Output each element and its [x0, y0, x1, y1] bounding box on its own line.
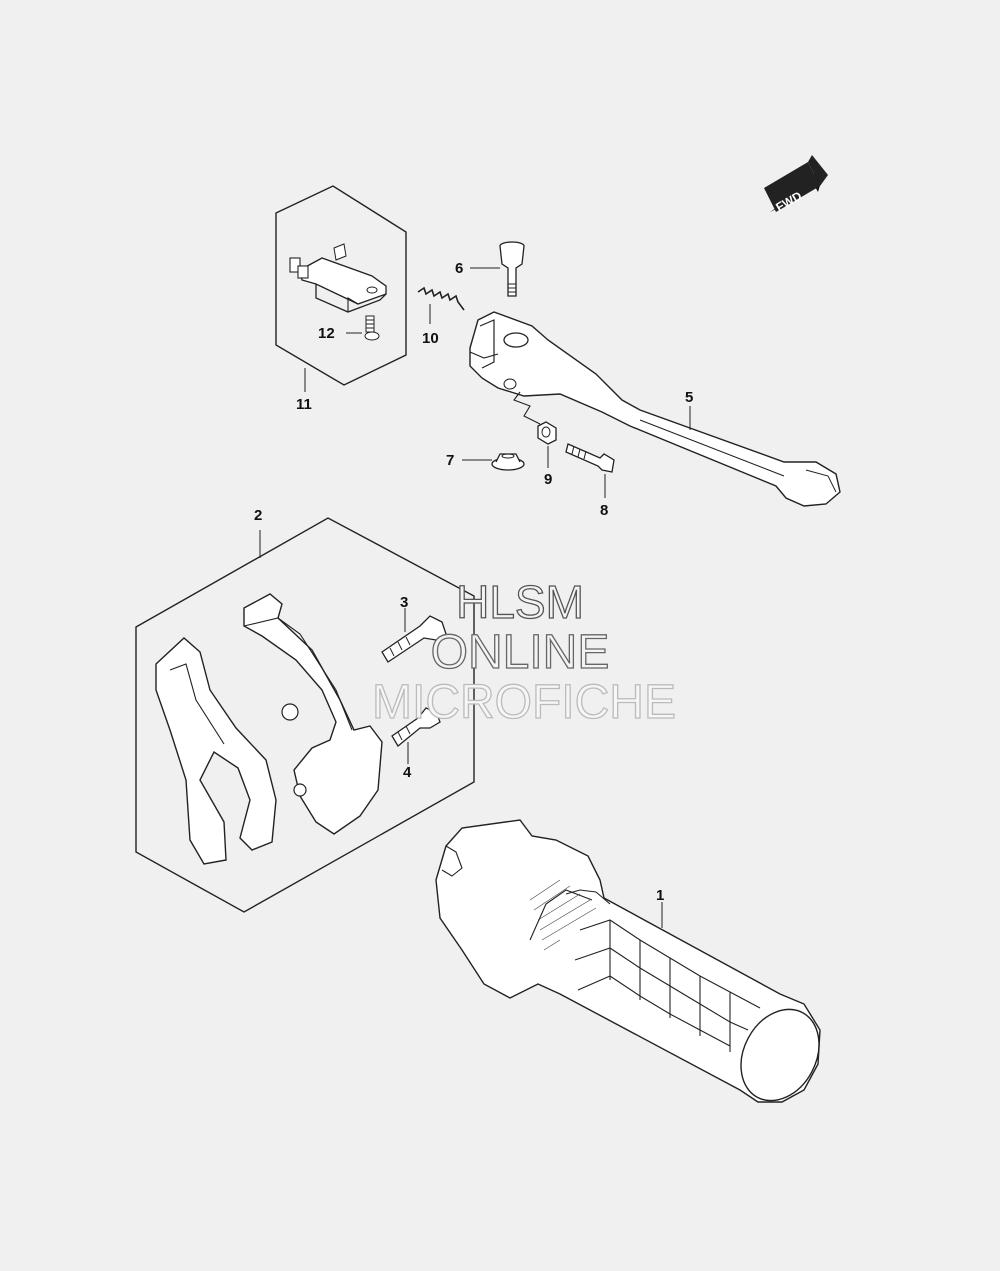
callout-7: 7 — [446, 452, 454, 469]
pivot-bolt-part — [470, 241, 525, 297]
callout-5: 5 — [685, 389, 693, 406]
nut-part — [537, 421, 557, 468]
callout-3: 3 — [400, 594, 408, 611]
callout-8: 8 — [600, 502, 608, 519]
watermark-line-1: HLSM — [456, 576, 584, 628]
bolt-part — [565, 443, 615, 498]
callout-4: 4 — [403, 764, 412, 781]
clamp-assembly-group — [135, 517, 475, 913]
short-screw-part — [391, 707, 441, 764]
spring-part — [417, 286, 465, 324]
callout-2: 2 — [254, 507, 262, 524]
long-screw-part — [381, 608, 447, 663]
watermark-line-2: ONLINE — [431, 626, 610, 679]
callout-10: 10 — [422, 330, 439, 347]
fwd-arrow-icon: FWD — [764, 155, 828, 214]
handle-grip-part — [435, 819, 821, 1103]
watermark-line-3: MICROFICHE — [372, 676, 676, 729]
callout-1: 1 — [656, 887, 664, 904]
callout-6: 6 — [455, 260, 463, 277]
switch-assembly-group — [275, 185, 407, 392]
clutch-lever-part — [469, 311, 841, 507]
callout-9: 9 — [544, 471, 552, 488]
callout-11: 11 — [296, 396, 312, 413]
flange-nut-part — [462, 453, 525, 471]
callout-12: 12 — [318, 325, 335, 342]
